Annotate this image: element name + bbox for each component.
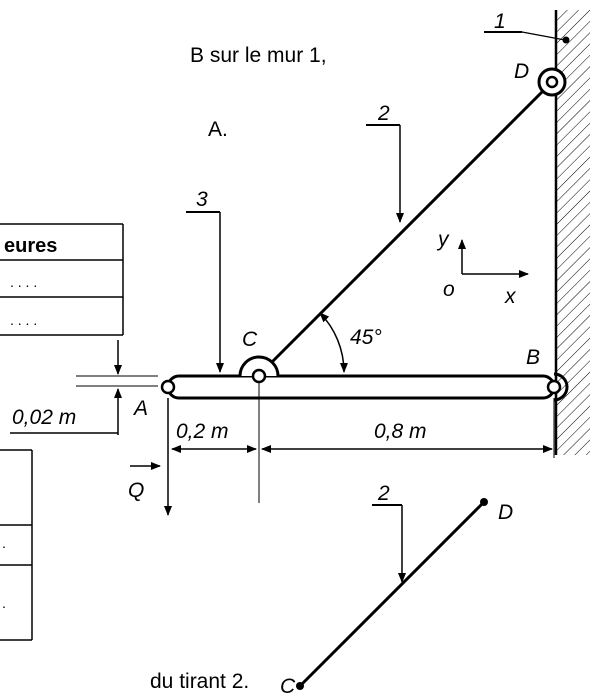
origin-label: o xyxy=(443,278,455,301)
tie-label: 2 xyxy=(366,102,404,223)
thickness-dimension xyxy=(10,340,158,435)
axis-x-label: x xyxy=(504,285,517,308)
load-q-label: Q xyxy=(128,479,144,502)
partial-table-top: eures . . . . . . . . xyxy=(0,223,124,336)
text-bottom: du tirant 2. xyxy=(150,670,249,693)
coordinate-axes xyxy=(458,239,529,278)
joint-a xyxy=(160,379,176,395)
length-dimensions xyxy=(164,383,555,516)
beam xyxy=(166,374,556,400)
tie-label-text: 2 xyxy=(377,102,390,125)
point-b-label: B xyxy=(526,346,540,369)
point-d-label: D xyxy=(514,60,529,83)
angle-label: 45° xyxy=(350,326,382,349)
isolated-point-d-label: D xyxy=(498,501,513,524)
partial-table-bottom: . . xyxy=(0,449,33,641)
wall-label: 1 xyxy=(484,10,570,44)
table-dot-small-1: . xyxy=(2,535,6,551)
table-dot-small-2: . xyxy=(2,595,6,611)
thickness-label: 0,02 m xyxy=(12,406,76,429)
axis-y-label: y xyxy=(436,228,450,251)
text-line-2: A. xyxy=(208,118,228,141)
beam-label-text: 3 xyxy=(196,188,208,211)
isolated-tie-label: 2 xyxy=(377,482,390,505)
point-a-label: A xyxy=(132,397,148,420)
beam-label: 3 xyxy=(186,188,224,373)
dim-cb-label: 0,8 m xyxy=(374,420,427,443)
isolated-point-c-label: C xyxy=(280,675,296,697)
point-c-label: C xyxy=(242,328,258,351)
table-dots-1: . . . . xyxy=(10,274,37,290)
table-dots-2: . . . . xyxy=(10,312,37,328)
joint-c xyxy=(238,355,280,384)
table-header: eures xyxy=(4,235,57,257)
joint-b xyxy=(546,372,569,402)
text-line-1: B sur le mur 1, xyxy=(190,44,327,67)
dim-ac-label: 0,2 m xyxy=(176,420,229,443)
angle-marker xyxy=(319,312,348,373)
tie-rod xyxy=(258,80,554,376)
wall-label-text: 1 xyxy=(494,10,506,33)
joint-d xyxy=(537,67,567,97)
isolated-tie-rod xyxy=(296,498,488,690)
